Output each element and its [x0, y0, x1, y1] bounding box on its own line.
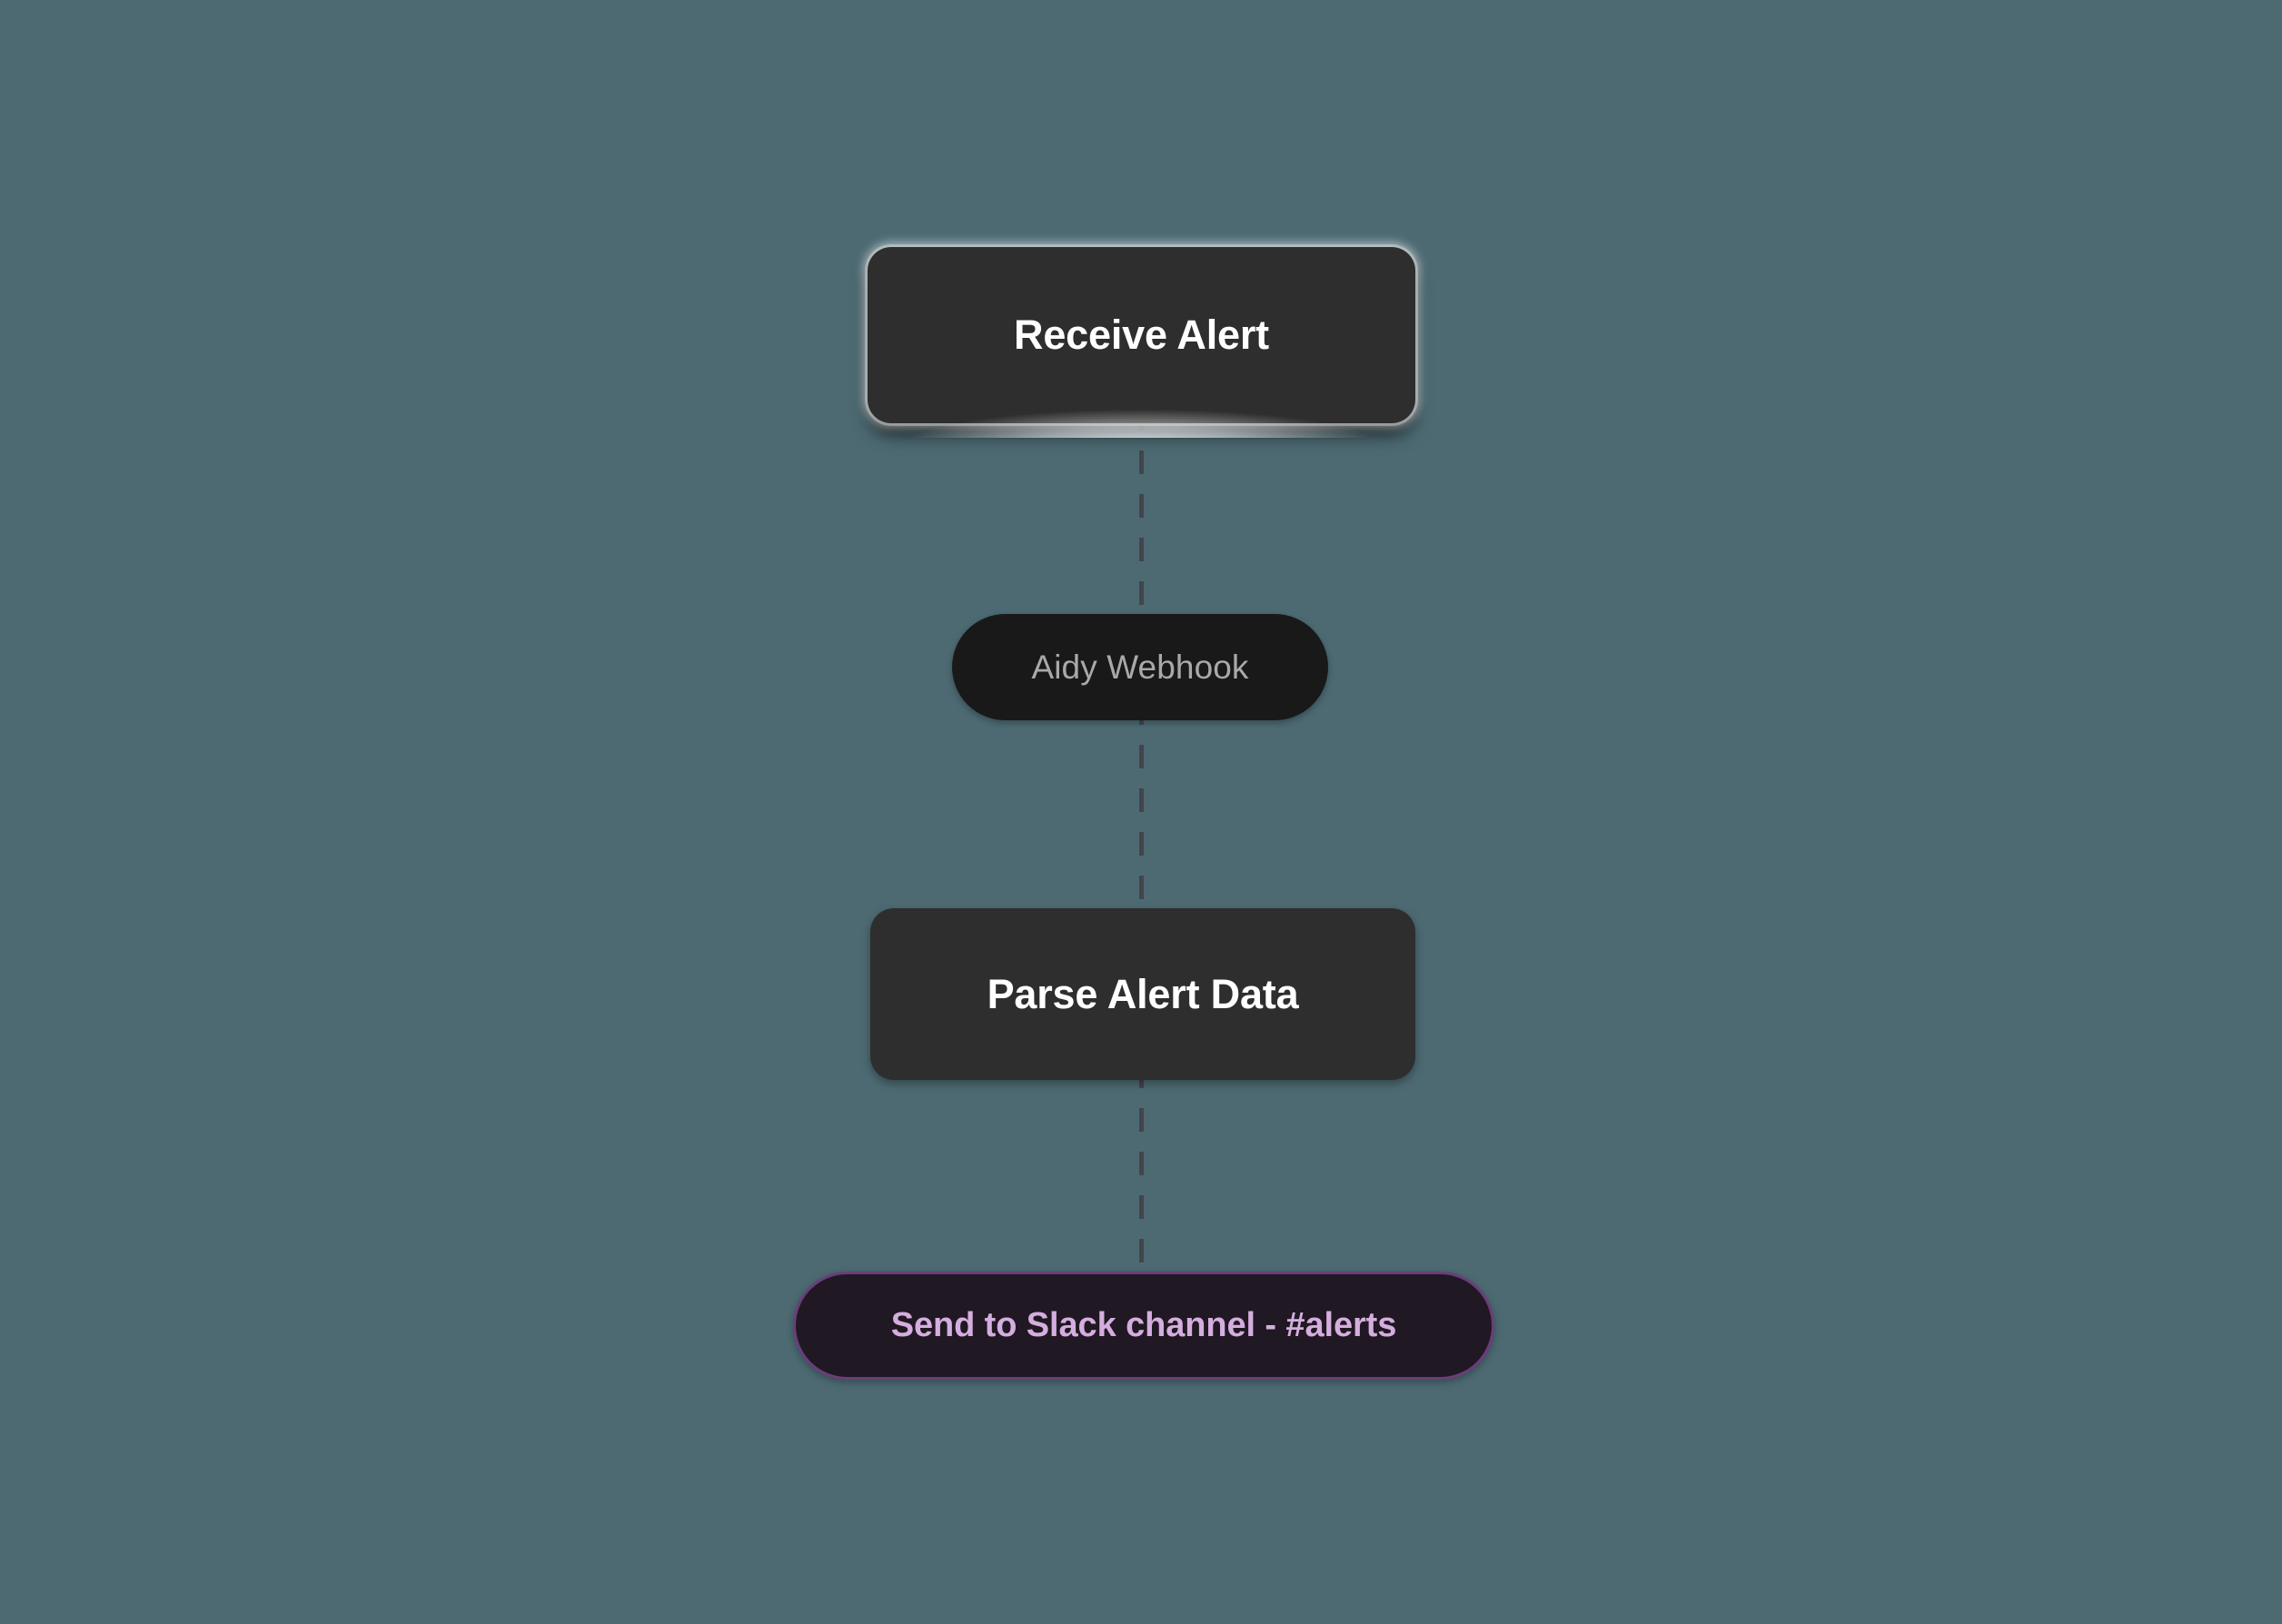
node-aidy-webhook-label: Aidy Webhook	[1031, 648, 1249, 686]
node-aidy-webhook[interactable]: Aidy Webhook	[952, 614, 1328, 720]
node-receive-alert[interactable]: Receive Alert	[858, 237, 1425, 438]
node-parse-alert-data[interactable]: Parse Alert Data	[870, 908, 1415, 1080]
node-send-to-slack[interactable]: Send to Slack channel - #alerts	[793, 1272, 1494, 1380]
node-receive-alert-label: Receive Alert	[1014, 312, 1269, 358]
connector-aidy-to-parse	[1139, 701, 1144, 921]
node-parse-alert-data-label: Parse Alert Data	[987, 970, 1299, 1017]
connector-receive-to-aidy	[1139, 407, 1144, 632]
connector-parse-to-slack	[1139, 1065, 1144, 1282]
node-send-to-slack-label: Send to Slack channel - #alerts	[890, 1306, 1397, 1344]
